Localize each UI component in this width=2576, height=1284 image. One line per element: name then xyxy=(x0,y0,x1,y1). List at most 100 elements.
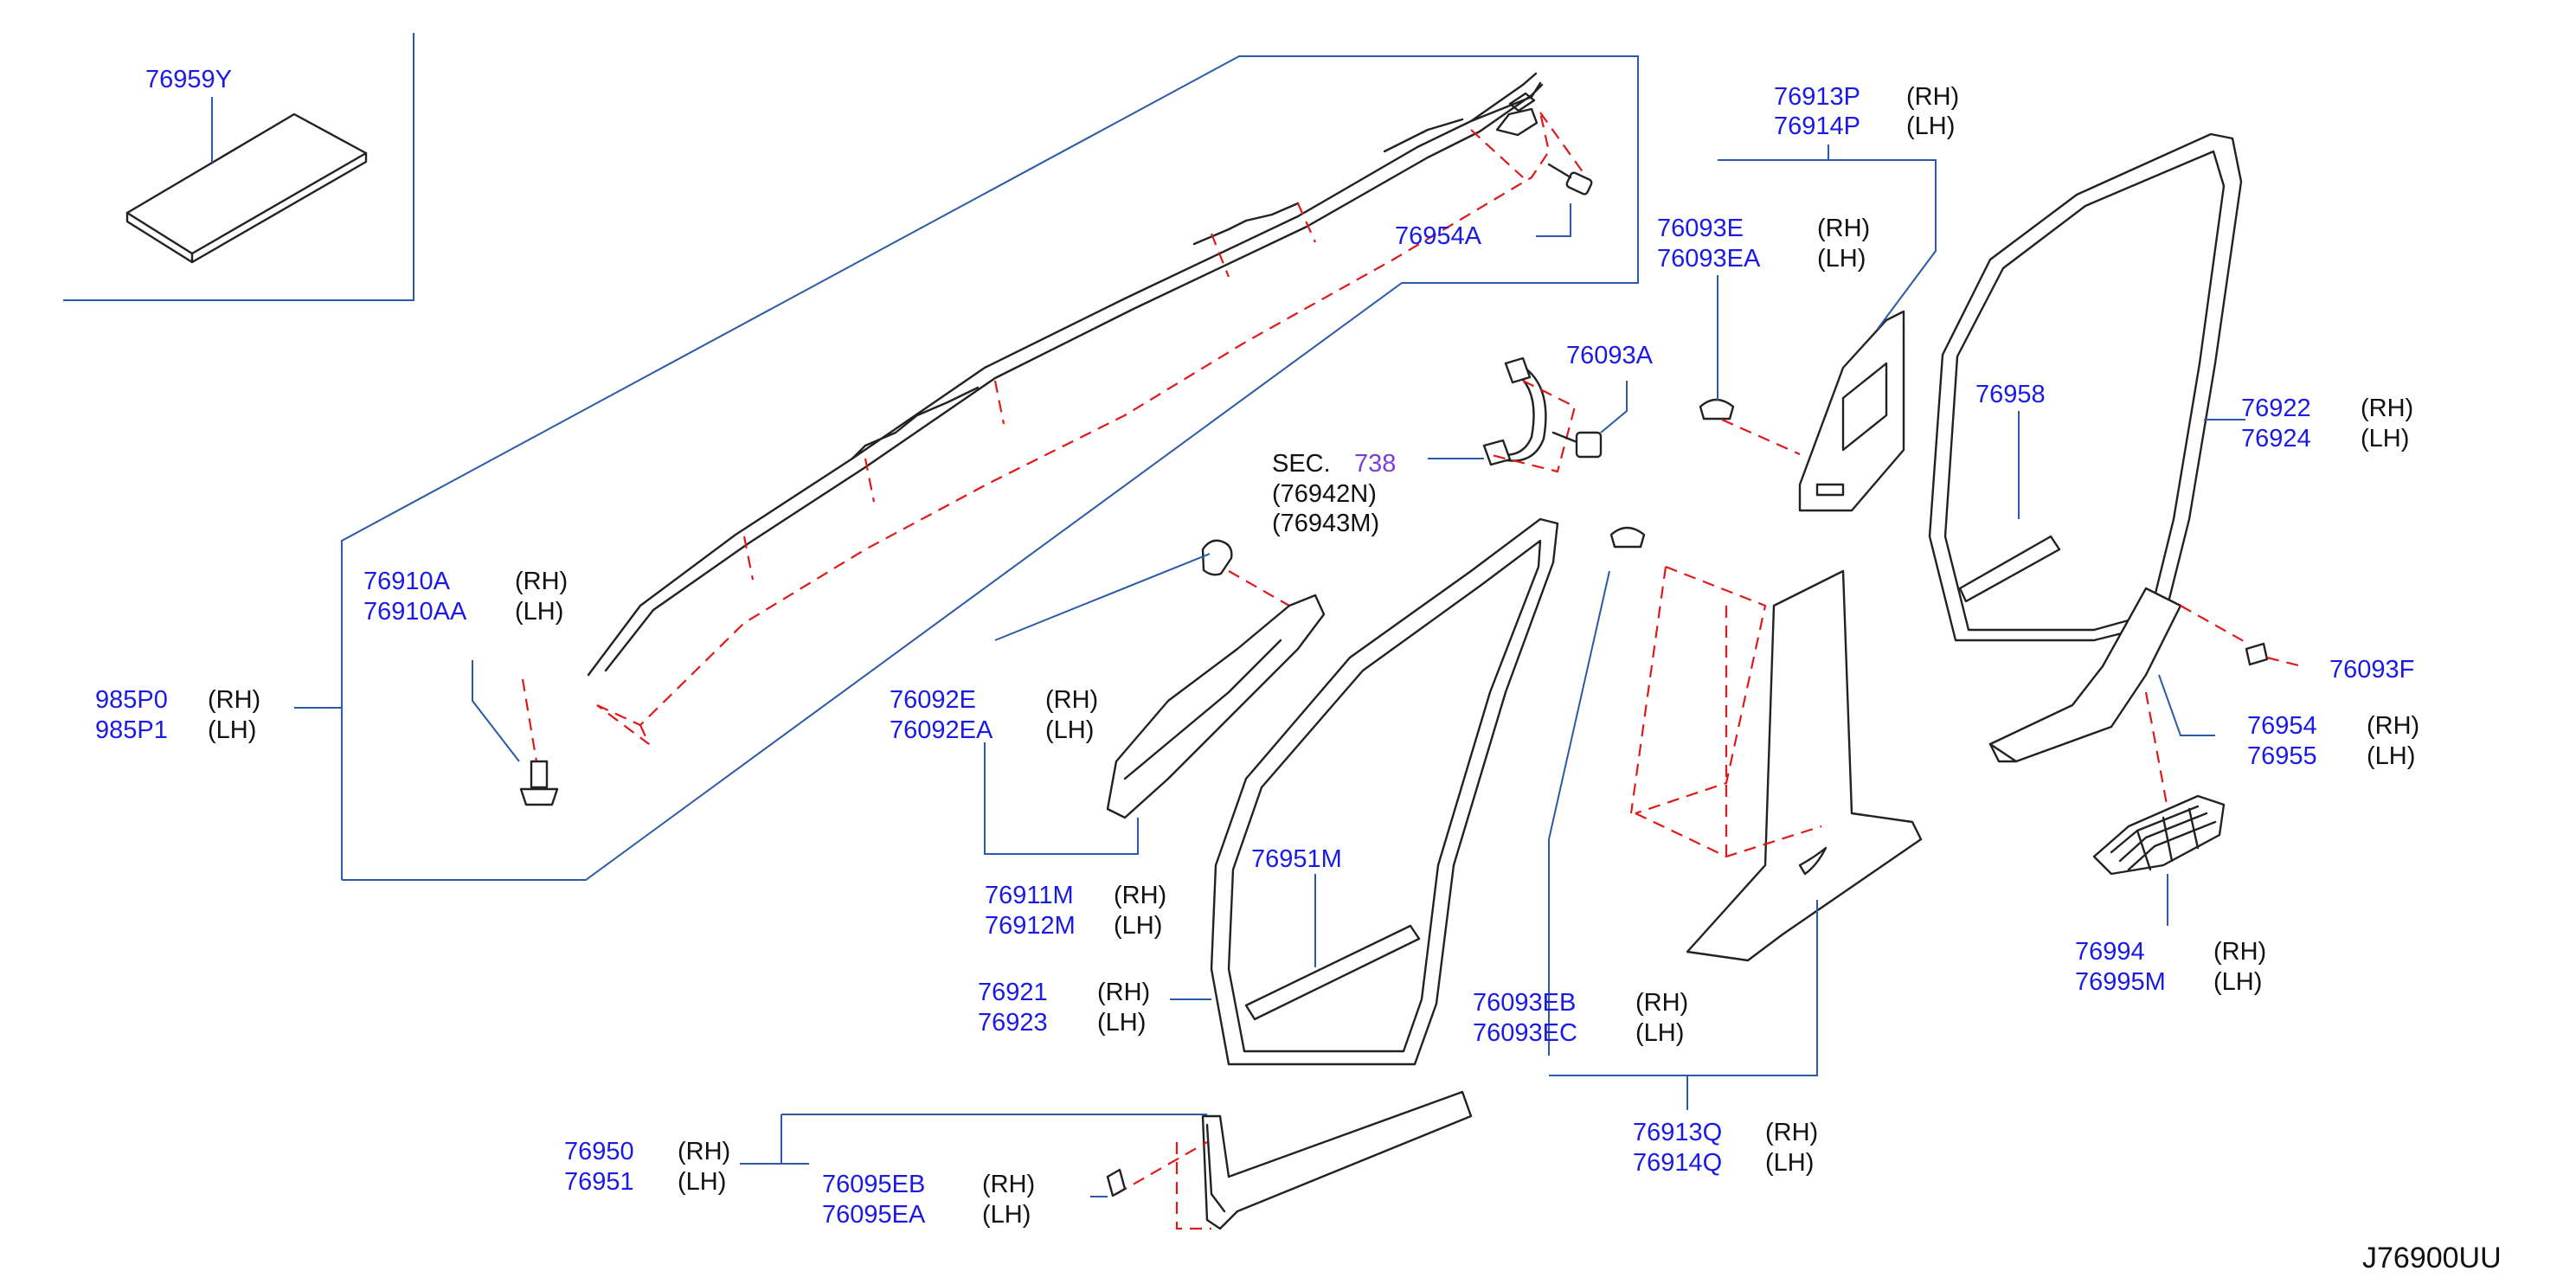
side-rh: (RH) xyxy=(1765,1119,1818,1146)
part-number: 76093F xyxy=(2329,656,2414,684)
part-number-rh: 985P0 xyxy=(95,686,168,714)
part-number-rh: 76092E xyxy=(890,686,976,714)
part-number-rh: 76095EB xyxy=(822,1171,925,1198)
part-76913q-b-pillar-lower xyxy=(1549,565,1923,1110)
label-76913p: 76913P (RH) 76914P (LH) xyxy=(1774,83,1959,140)
label-76959y: 76959Y xyxy=(145,66,232,93)
side-lh: (LH) xyxy=(1114,912,1162,940)
part-number-lh: 76995M xyxy=(2075,968,2166,996)
part-76954-scuff xyxy=(1988,587,2251,810)
label-sec-738: SEC. 738 (76942N) (76943M) xyxy=(1272,450,1396,537)
side-lh: (LH) xyxy=(1635,1019,1684,1047)
label-985p: 985P0 (RH) 985P1 (LH) xyxy=(95,686,342,744)
part-76093eb-clip xyxy=(1548,526,1646,1056)
label-76951m: 76951M xyxy=(1251,845,1342,873)
side-lh: (LH) xyxy=(2367,742,2415,770)
part-number: 76954A xyxy=(1395,222,1482,250)
side-lh: (LH) xyxy=(1045,716,1094,744)
side-rh: (RH) xyxy=(208,686,260,714)
part-number: 76958 xyxy=(1975,381,2046,408)
side-lh: (LH) xyxy=(1097,1009,1146,1037)
side-lh: (LH) xyxy=(515,598,563,626)
screw-icon xyxy=(1551,431,1603,459)
part-number-rh: 76913P xyxy=(1774,83,1860,111)
part-number-rh: 76093EB xyxy=(1473,989,1576,1017)
label-76911: 76911M (RH) 76912M (LH) xyxy=(985,882,1166,940)
side-rh: (RH) xyxy=(1114,882,1166,909)
part-number-lh: 76914P xyxy=(1774,112,1860,140)
side-rh: (RH) xyxy=(1635,989,1688,1017)
sec-note-1: (76942N) xyxy=(1272,480,1377,508)
side-rh: (RH) xyxy=(982,1171,1035,1198)
sec-note-2: (76943M) xyxy=(1272,510,1379,537)
side-lh: (LH) xyxy=(2361,425,2409,453)
side-rh: (RH) xyxy=(2361,395,2413,422)
part-76994-vent xyxy=(2092,794,2226,926)
side-rh: (RH) xyxy=(1097,979,1150,1006)
part-number-lh: 76951 xyxy=(564,1168,634,1196)
side-rh: (RH) xyxy=(515,568,568,595)
label-76922: 76922 (RH) 76924 (LH) xyxy=(2241,395,2413,453)
side-rh: (RH) xyxy=(1045,686,1098,714)
part-number-lh: 76093EA xyxy=(1657,245,1761,273)
part-number: 76093A xyxy=(1566,342,1654,369)
part-number: 76951M xyxy=(1251,845,1342,873)
label-76095: 76095EB (RH) 76095EA (LH) xyxy=(822,1171,1035,1229)
side-rh: (RH) xyxy=(2213,938,2266,966)
sec-number: 738 xyxy=(1354,450,1396,478)
part-76911-pillar-garnish xyxy=(984,594,1326,855)
part-number-rh: 76911M xyxy=(985,882,1074,909)
side-lh: (LH) xyxy=(678,1168,726,1196)
diagram-code: J76900UU xyxy=(2362,1242,2502,1274)
label-76994: 76994 (RH) 76995M (LH) xyxy=(2075,938,2266,996)
label-76950: 76950 (RH) 76951 (LH) xyxy=(564,1138,730,1196)
sec-prefix: SEC. xyxy=(1272,450,1331,478)
side-rh: (RH) xyxy=(2367,712,2419,740)
side-lh: (LH) xyxy=(2213,968,2262,996)
part-number-lh: 76093EC xyxy=(1473,1019,1577,1047)
side-lh: (LH) xyxy=(208,716,256,744)
label-76921: 76921 (RH) 76923 (LH) xyxy=(978,979,1150,1037)
label-76954: 76954 (RH) 76955 (LH) xyxy=(2247,712,2419,770)
part-number-lh: 76924 xyxy=(2241,425,2311,453)
part-number-rh: 76910A xyxy=(363,568,451,595)
part-number-rh: 76921 xyxy=(978,979,1048,1006)
label-76913q: 76913Q (RH) 76914Q (LH) xyxy=(1633,1119,1818,1177)
label-76910: 76910A (RH) 76910AA (LH) xyxy=(363,568,568,626)
side-lh: (LH) xyxy=(982,1201,1031,1229)
label-76093f: 76093F xyxy=(2329,656,2414,684)
part-76950-kick-plate xyxy=(740,1090,1473,1230)
part-76092-clip xyxy=(994,539,1290,641)
group-frame-lines xyxy=(63,33,1639,881)
label-76093e: 76093E (RH) 76093EA (LH) xyxy=(1657,215,1870,273)
part-number-rh: 76093E xyxy=(1657,215,1744,242)
part-number-rh: 76950 xyxy=(564,1138,634,1165)
part-76913p-b-pillar-upper xyxy=(1718,144,1937,512)
label-76092: 76092E (RH) 76092EA (LH) xyxy=(890,686,1098,744)
part-number-lh: 76912M xyxy=(985,912,1076,940)
label-76958: 76958 xyxy=(1975,381,2046,408)
part-number: 76959Y xyxy=(145,66,232,93)
label-76093eb: 76093EB (RH) 76093EC (LH) xyxy=(1473,989,1688,1047)
part-number-lh: 76955 xyxy=(2247,742,2317,770)
part-number-rh: 76954 xyxy=(2247,712,2317,740)
side-rh: (RH) xyxy=(1817,215,1870,242)
part-76921-weatherstrip xyxy=(1170,517,1559,1066)
part-number-lh: 76910AA xyxy=(363,598,467,626)
part-number-lh: 76095EA xyxy=(822,1201,926,1229)
part-76093a-assist-grip xyxy=(1428,356,1628,473)
part-number-lh: 985P1 xyxy=(95,716,168,744)
label-76954a: 76954A xyxy=(1395,222,1482,250)
side-lh: (LH) xyxy=(1817,245,1866,273)
part-76959y-pad xyxy=(125,97,368,264)
part-number-rh: 76994 xyxy=(2075,938,2145,966)
part-number-rh: 76922 xyxy=(2241,395,2311,422)
part-curtain-airbag xyxy=(587,72,1593,745)
part-76093f-clip xyxy=(2245,642,2303,668)
part-76093e-clip xyxy=(1699,275,1801,456)
part-76910-bolt xyxy=(472,660,559,806)
clip-bolt-icon xyxy=(1547,163,1593,196)
side-lh: (LH) xyxy=(1765,1149,1814,1177)
side-rh: (RH) xyxy=(1906,83,1959,111)
